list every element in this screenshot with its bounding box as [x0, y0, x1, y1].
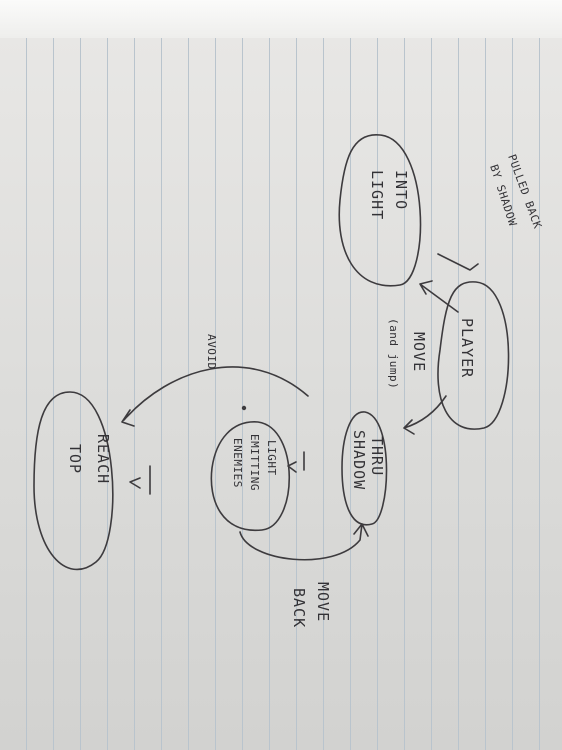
ink-dot [241, 405, 247, 411]
enemies-ellipse [210, 421, 291, 531]
reach-top-label-line2: TOP [66, 444, 84, 474]
shadow-to-enemies-arrow [287, 451, 305, 473]
move-back-label-line1: MOVE [314, 582, 332, 622]
move-back-arrow-line [239, 523, 369, 561]
node-thru-shadow: THRU SHADOW [341, 411, 388, 526]
move-back-label-line2: BACK [290, 588, 308, 628]
edge-move: MOVE (and jump) [387, 318, 447, 435]
move-label: MOVE [410, 332, 428, 372]
node-player: PLAYER [437, 281, 510, 430]
avoid-label: AVOID [205, 334, 218, 370]
pulled-back-pointer-line [437, 253, 479, 271]
node-light-emitting-enemies: LIGHT EMITTING ENEMIES [210, 421, 291, 531]
enemies-label-line3: ENEMIES [231, 438, 244, 488]
edge-shadow-to-enemies [287, 451, 305, 473]
enemies-label-line2: EMITTING [248, 434, 261, 491]
player-label: PLAYER [458, 318, 476, 378]
into-light-label-line1: INTO [392, 170, 410, 210]
pulled-back-arrow-line [419, 280, 459, 313]
into-light-label-line2: LIGHT [368, 170, 386, 220]
thru-shadow-ellipse [341, 411, 388, 526]
node-reach-top: REACH TOP [33, 391, 114, 571]
avoid-arrow-line [121, 366, 309, 427]
into-light-ellipse [338, 134, 422, 287]
thru-shadow-label-line1: THRU [368, 436, 386, 476]
edge-enemies-to-reach [129, 465, 151, 495]
edge-avoid: AVOID [121, 334, 309, 427]
enemies-to-reach-arrow [129, 465, 151, 495]
reach-top-label-line1: REACH [94, 434, 112, 484]
reach-top-ellipse [33, 391, 114, 571]
move-arrow-line [403, 395, 447, 435]
thru-shadow-label-line2: SHADOW [350, 430, 368, 490]
edge-move-back: MOVE BACK [239, 523, 369, 628]
move-sublabel: (and jump) [387, 318, 400, 389]
enemies-label-line1: LIGHT [265, 440, 278, 476]
node-into-light: INTO LIGHT [338, 134, 422, 287]
edge-pulled-back: PULLED BACK BY SHADOW [419, 153, 544, 313]
